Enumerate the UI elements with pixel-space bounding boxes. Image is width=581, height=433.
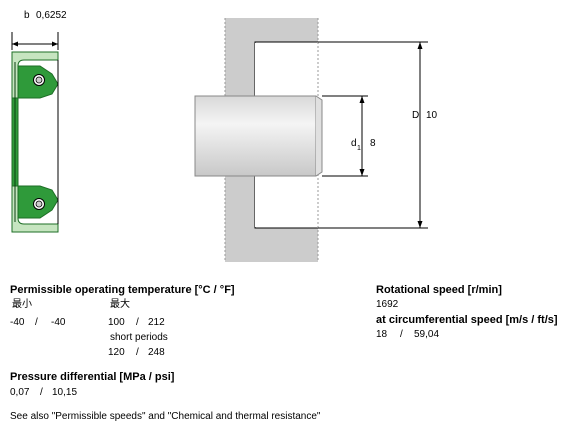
temperature-max-f: 212	[148, 317, 165, 328]
footnote: See also "Permissible speeds" and "Chemi…	[10, 411, 321, 422]
d1-subscript: 1	[357, 145, 361, 152]
temperature-short-sep: /	[136, 347, 139, 358]
d1-label: d	[351, 138, 357, 149]
rotation-value: 1692	[376, 299, 399, 310]
circumferential-ms: 18	[376, 329, 388, 340]
temperature-min-sep: /	[35, 317, 38, 328]
b-arrow-right	[52, 41, 58, 47]
D-arrow-top	[417, 42, 423, 49]
pressure-psi: 10,15	[52, 387, 78, 398]
temperature-min-f: -40	[51, 317, 66, 328]
b-arrow-left	[12, 41, 18, 47]
temperature-short-c: 120	[108, 347, 125, 358]
temperature-min-label: 最小	[12, 299, 32, 310]
housing	[225, 18, 318, 262]
garter-spring-lower-core	[35, 200, 43, 208]
circumferential-heading: at circumferential speed [m/s / ft/s]	[376, 314, 558, 326]
circumferential-fts: 59,04	[414, 329, 440, 340]
garter-spring-upper-core	[35, 76, 43, 84]
D-label: D	[412, 110, 419, 121]
shaft-chamfer	[315, 95, 323, 177]
shaft	[194, 95, 317, 177]
installation-drawing: D 10 d 1 8	[194, 18, 438, 262]
circumferential-sep: /	[400, 329, 403, 340]
temperature-short-periods-label: short periods	[110, 332, 168, 343]
temperature-heading: Permissible operating temperature [°C / …	[10, 284, 235, 296]
pressure-heading: Pressure differential [MPa / psi]	[10, 371, 175, 383]
d1-arrow-bottom	[359, 169, 365, 176]
temperature-max-sep: /	[136, 317, 139, 328]
temperature-short-f: 248	[148, 347, 165, 358]
temperature-max-c: 100	[108, 317, 125, 328]
seal-cross-section: b 0,6252	[11, 10, 67, 233]
D-arrow-bottom	[417, 221, 423, 228]
rotation-heading: Rotational speed [r/min]	[376, 284, 502, 296]
pressure-mpa: 0,07	[10, 387, 30, 398]
pressure-sep: /	[40, 387, 43, 398]
temperature-max-label: 最大	[110, 299, 130, 310]
b-label: b	[24, 10, 30, 21]
D-value: 10	[426, 110, 438, 121]
d1-value: 8	[370, 138, 376, 149]
b-value: 0,6252	[36, 10, 67, 21]
d1-arrow-top	[359, 96, 365, 103]
temperature-min-c: -40	[10, 317, 25, 328]
